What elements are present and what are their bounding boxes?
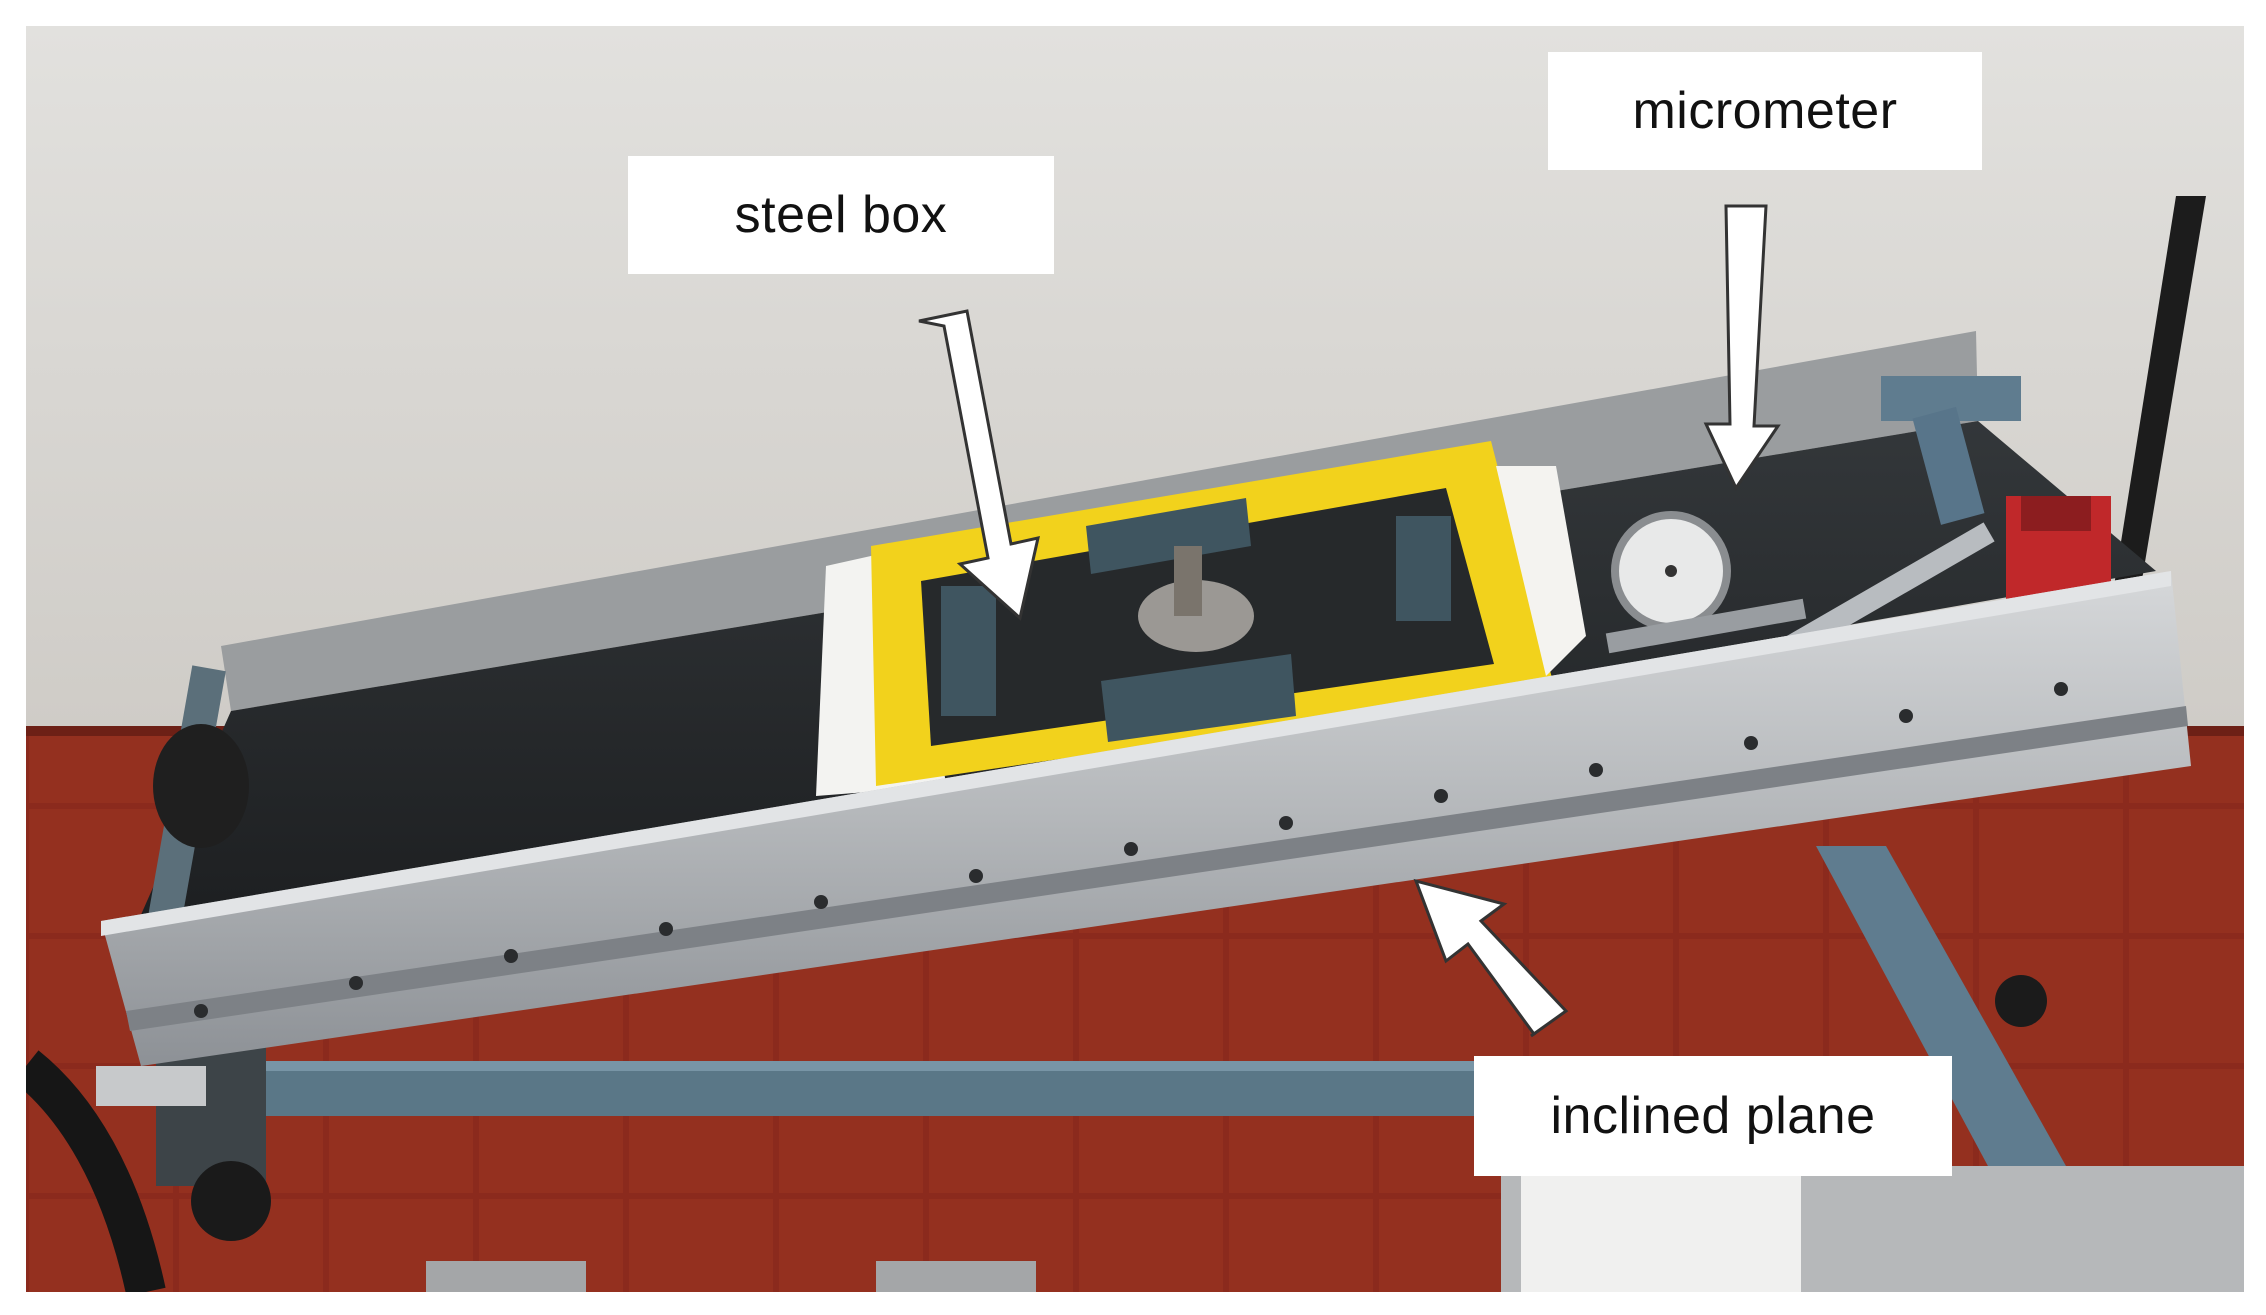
steel-box-label: steel box (628, 156, 1054, 274)
arrow-pointer-icon (918, 309, 1040, 621)
arrow-pointer-icon (1703, 204, 1781, 492)
micrometer-label: micrometer (1548, 52, 1982, 170)
support-rod (2114, 196, 2206, 586)
inclined-plane-label: inclined plane (1474, 1056, 1952, 1176)
base-frame-leg (1816, 846, 2066, 1181)
arrow-pointer-icon (1413, 878, 1569, 1038)
